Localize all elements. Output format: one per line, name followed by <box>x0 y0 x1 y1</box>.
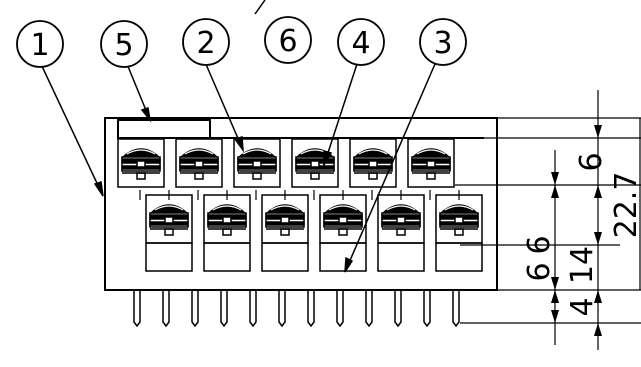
balloon-6-label: 6 <box>278 24 297 59</box>
lower-terminal-base <box>319 242 367 272</box>
balloon-1: 1 <box>16 20 64 68</box>
marker-strip <box>117 119 211 139</box>
leader-lines <box>39 0 436 273</box>
lower-terminal <box>319 194 367 244</box>
upper-terminal <box>407 138 455 188</box>
pin <box>191 290 199 328</box>
balloon-2: 2 <box>182 18 230 66</box>
dim-text-22-7: 22.7 <box>609 172 641 239</box>
lower-terminal <box>203 194 251 244</box>
leader-5-arrow <box>140 107 152 123</box>
leader-2 <box>204 61 244 151</box>
balloon-6: 6 <box>264 16 312 64</box>
pin <box>336 290 344 328</box>
dimension-arrows <box>551 125 602 336</box>
lower-terminal <box>377 194 425 244</box>
leader-3-arrow <box>344 256 354 273</box>
upper-terminal-row <box>117 138 460 200</box>
leader-3 <box>344 63 436 273</box>
upper-terminal <box>233 138 281 188</box>
pin <box>249 290 257 328</box>
pin-row <box>133 290 460 328</box>
pin <box>423 290 431 328</box>
pin <box>452 290 460 328</box>
pin <box>307 290 315 328</box>
lower-terminal <box>261 194 309 244</box>
lower-terminal-base <box>377 242 425 272</box>
leader-1-arrow <box>93 181 104 197</box>
dim-text-lower-6: 6 <box>522 262 557 281</box>
balloon-3-label: 3 <box>433 26 452 61</box>
lower-terminal-base <box>203 242 251 272</box>
balloon-5-label: 5 <box>114 28 133 63</box>
upper-terminal <box>117 138 165 188</box>
pin <box>394 290 402 328</box>
balloon-2-label: 2 <box>196 26 215 61</box>
balloon-5: 5 <box>100 20 148 68</box>
pin <box>365 290 373 328</box>
leader-1 <box>39 61 104 197</box>
dim-text-14: 14 <box>565 246 600 284</box>
balloon-4-label: 4 <box>351 26 370 61</box>
pin <box>220 290 228 328</box>
pin <box>133 290 141 328</box>
lower-terminal <box>435 194 483 244</box>
balloon-1-label: 1 <box>30 28 49 63</box>
leader-2-arrow <box>233 136 244 153</box>
lower-terminal-base <box>435 242 483 272</box>
upper-terminal <box>349 138 397 188</box>
upper-terminal <box>175 138 223 188</box>
leader-6 <box>254 0 266 15</box>
dim-text-4: 4 <box>565 297 600 316</box>
dim-text-middle-6: 6 <box>522 235 557 254</box>
housing-outline <box>104 117 498 291</box>
dim-text-upper-6: 6 <box>574 152 609 171</box>
leader-4 <box>323 63 358 166</box>
lower-terminal-base <box>145 242 193 272</box>
upper-terminal <box>291 138 339 188</box>
pin <box>278 290 286 328</box>
lower-terminal <box>145 194 193 244</box>
lower-terminal-row <box>145 194 483 272</box>
lower-terminal-base <box>261 242 309 272</box>
balloon-4: 4 <box>337 18 385 66</box>
pin <box>162 290 170 328</box>
balloon-3: 3 <box>419 18 467 66</box>
leader-4-arrow <box>323 150 333 168</box>
